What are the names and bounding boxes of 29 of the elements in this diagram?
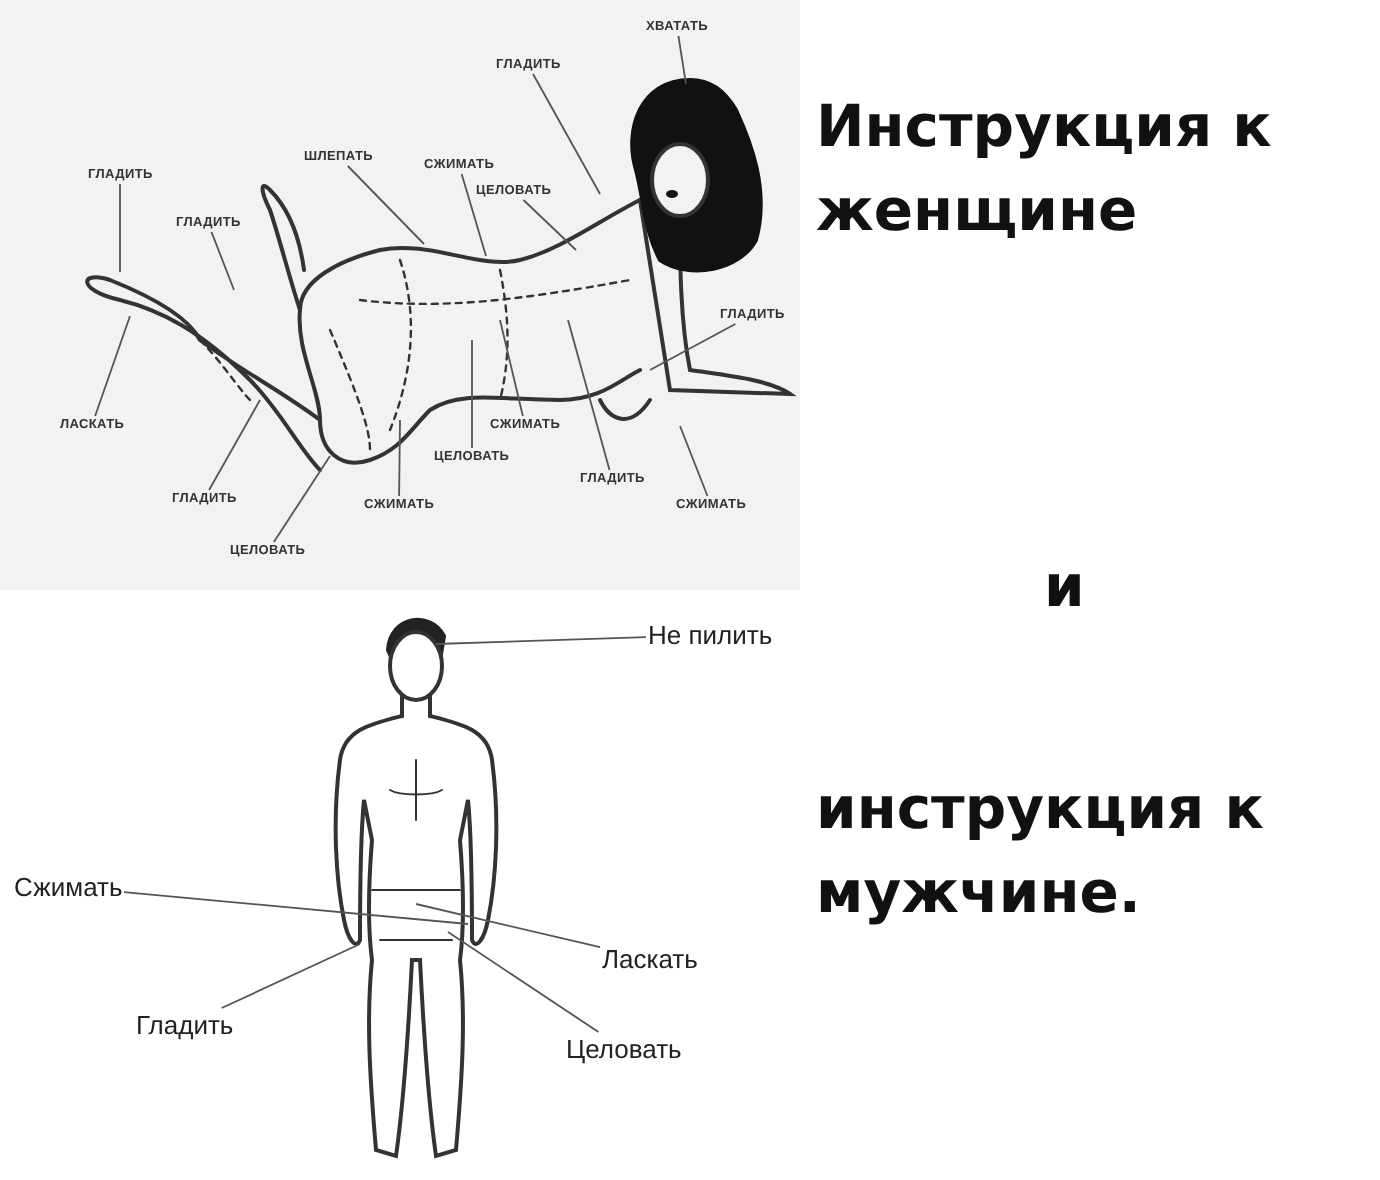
callout-label: Ласкать: [602, 944, 698, 974]
leader-line: [220, 943, 361, 1009]
leader-line: [119, 183, 121, 273]
heading-text: и: [1044, 550, 1087, 624]
leader-line: [460, 173, 487, 257]
leader-line: [532, 73, 601, 195]
leader-line: [272, 455, 331, 543]
heading-text: инструкция к мужчине.: [816, 772, 1266, 931]
heading-text: Инструкция к женщине: [816, 90, 1274, 249]
leader-line: [94, 315, 131, 417]
leader-line: [649, 323, 737, 371]
leader-line: [522, 199, 577, 251]
leader-line: [471, 339, 473, 449]
leader-line: [677, 35, 687, 85]
leader-line: [679, 425, 709, 497]
leader-line: [123, 891, 469, 925]
leader-line: [208, 399, 261, 491]
leader-line: [435, 636, 647, 645]
callout-label: Целовать: [566, 1034, 682, 1064]
leader-line: [210, 231, 235, 291]
leader-line: [346, 165, 425, 245]
callout-label: Гладить: [136, 1010, 234, 1040]
leader-line: [415, 903, 601, 949]
leader-line: [398, 419, 401, 497]
leader-line: [567, 319, 611, 471]
callout-label: Не пилить: [648, 620, 773, 650]
callout-label: Сжимать: [14, 872, 123, 902]
leader-line: [447, 931, 600, 1033]
leader-line: [499, 319, 524, 417]
